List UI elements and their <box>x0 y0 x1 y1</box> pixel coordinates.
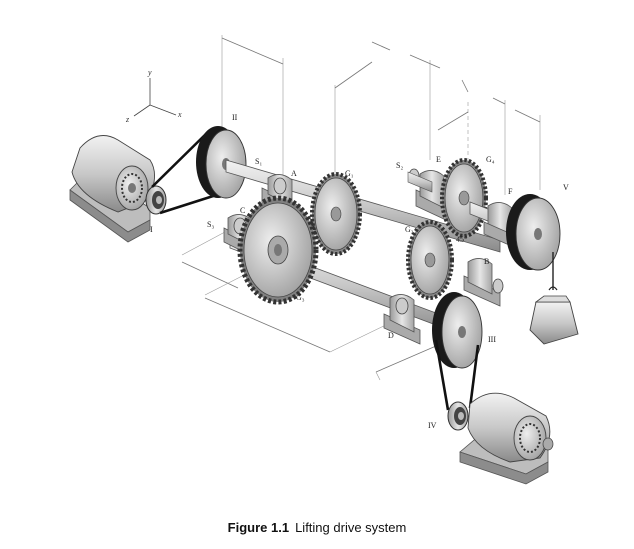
label-gear-g4: G₄ <box>486 155 495 164</box>
label-gear-g2: G₂ <box>405 225 414 234</box>
label-bearing-c: C <box>240 206 245 215</box>
component-labels: I II III IV V S₁ S₂ S₃ A B C D E F G₁ G₂… <box>150 113 569 430</box>
axis-x-label: x <box>177 110 182 119</box>
axis-triad: y x z <box>125 68 182 124</box>
label-gear-g3: G₃ <box>296 293 305 302</box>
gear-g2 <box>406 220 454 300</box>
figure-caption: Figure 1.1 Lifting drive system <box>0 520 634 535</box>
pulley-v <box>506 194 561 271</box>
label-shaft-s1: S₁ <box>255 157 262 166</box>
label-bearing-f: F <box>508 187 513 196</box>
bearing-e <box>407 168 447 221</box>
label-shaft-s2: S₂ <box>396 161 403 170</box>
load-weight <box>529 295 579 345</box>
belt-lower <box>434 339 480 411</box>
label-bearing-d: D <box>388 331 394 340</box>
bearing-d <box>383 294 421 345</box>
label-pulley-ii: II <box>232 113 238 122</box>
gear-g1 <box>310 172 362 256</box>
bearing-b <box>463 258 504 307</box>
label-pulley-i: I <box>150 225 153 234</box>
label-pulley-iii: III <box>488 335 496 344</box>
pulley-i <box>145 185 167 215</box>
label-pulley-v: V <box>563 183 569 192</box>
motor-lower-right <box>459 392 554 485</box>
pulley-iii <box>432 292 483 369</box>
label-gear-g1: G₁ <box>345 169 354 178</box>
label-bearing-e: E <box>436 155 441 164</box>
figure-title: Lifting drive system <box>295 520 407 535</box>
figure-number: Figure 1.1 <box>227 520 290 535</box>
gear-g4 <box>440 158 488 238</box>
motor-upper-left <box>69 135 155 243</box>
lifting-drive-diagram: y x z <box>69 35 579 485</box>
label-shaft-s3: S₃ <box>207 220 214 229</box>
axis-z-label: z <box>125 115 130 124</box>
pulley-iv <box>447 401 469 431</box>
axis-y-label: y <box>147 68 152 77</box>
label-bearing-a: A <box>291 169 297 178</box>
label-bearing-b: B <box>484 257 489 266</box>
label-pulley-iv: IV <box>428 421 437 430</box>
label-angle: 45° <box>456 235 467 244</box>
gear-g3 <box>237 195 319 305</box>
hoist-rope <box>548 252 558 291</box>
pulley-ii <box>196 126 247 199</box>
